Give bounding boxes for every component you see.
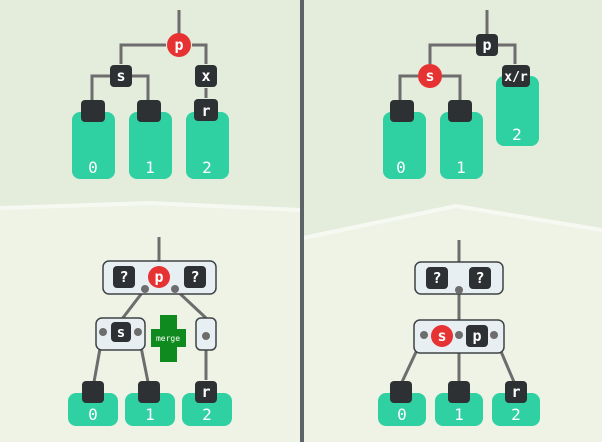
leaf-key-slot xyxy=(82,381,104,403)
pointer-dot xyxy=(202,332,210,340)
pointer-dot xyxy=(134,328,142,336)
key-label: p xyxy=(154,268,163,286)
leaf-key-label: r xyxy=(511,383,520,401)
leaf-node xyxy=(182,393,232,426)
panel-top-left: r 0 1 2 s x p xyxy=(72,10,229,179)
key-label: ? xyxy=(432,269,441,287)
inner-node-s xyxy=(110,65,132,87)
leaf-key-slot xyxy=(195,381,217,403)
leaf-key-slot xyxy=(194,99,218,121)
inner-node-xr xyxy=(502,65,530,87)
panel-divider xyxy=(300,0,304,442)
edge xyxy=(119,43,166,64)
merge-icon xyxy=(151,315,186,362)
bottom-right-divider-line xyxy=(302,203,602,240)
leaf-node xyxy=(186,112,229,179)
leaf-node xyxy=(435,393,483,426)
root-node-p xyxy=(476,34,498,56)
leaf-label: 2 xyxy=(511,405,521,424)
leaf-label: 0 xyxy=(397,405,407,424)
panel-bottom-left: ? p ? s merge r 0 1 2 xyxy=(68,237,232,426)
node-label: p xyxy=(482,36,491,54)
pointer-dot xyxy=(420,331,428,339)
inner-node-x xyxy=(195,65,217,87)
leaf-label: 1 xyxy=(454,405,464,424)
edge xyxy=(90,74,110,100)
merge-label: merge xyxy=(156,334,180,343)
edge xyxy=(192,43,208,64)
bottom-left-divider-line xyxy=(0,200,301,212)
key-slot xyxy=(469,267,491,289)
leaf-label: 2 xyxy=(512,125,522,144)
merge-cross-horizontal xyxy=(151,329,186,347)
leaf-key-slot xyxy=(390,381,412,403)
leaf-label: 0 xyxy=(88,405,98,424)
edge xyxy=(428,43,476,64)
leaf-label: 1 xyxy=(145,158,155,177)
leaf-key-slot xyxy=(448,100,472,122)
edge xyxy=(132,74,150,100)
leaf-node xyxy=(383,112,426,179)
leaf-node xyxy=(125,393,175,426)
edge xyxy=(442,74,462,100)
leaf-node xyxy=(440,112,483,179)
key-label: ? xyxy=(190,268,199,286)
key-label: p xyxy=(472,327,481,345)
pointer-dot xyxy=(490,331,498,339)
leaf-node xyxy=(72,112,115,179)
inner-node-s xyxy=(418,64,442,88)
leaf-key-slot xyxy=(448,381,470,403)
node-label: s xyxy=(425,67,434,85)
leaf-label: 2 xyxy=(202,405,212,424)
leaf-node xyxy=(68,393,118,426)
leaf-node xyxy=(129,112,172,179)
key-label: ? xyxy=(475,269,484,287)
leaf-key-label: r xyxy=(201,383,210,401)
leaf-label: 0 xyxy=(88,158,98,177)
node-label: x/r xyxy=(504,70,528,85)
leaf-label: 2 xyxy=(202,158,212,177)
root-node-p xyxy=(167,33,191,57)
key-label: s xyxy=(117,325,125,341)
key-slot xyxy=(466,325,488,347)
pointer-dot xyxy=(99,328,107,336)
leaf-key-slot xyxy=(81,100,105,122)
panel-bottom-right: ? ? s p r 0 1 2 xyxy=(378,240,540,426)
leaf-label: 1 xyxy=(456,158,466,177)
edge xyxy=(398,74,418,100)
leaf-key-slot xyxy=(137,100,161,122)
key-slot xyxy=(111,322,131,342)
leaf-key-slot xyxy=(505,381,527,403)
leaf-key-slot xyxy=(138,381,160,403)
key-slot xyxy=(113,266,135,288)
node-label: s xyxy=(116,67,125,85)
leaf-key-label: r xyxy=(201,102,210,120)
pointer-dot xyxy=(455,286,463,294)
pointer-dot xyxy=(455,331,463,339)
key-slot xyxy=(184,266,206,288)
bottom-left-panel-bg xyxy=(0,203,300,442)
pointer-dot xyxy=(171,285,179,293)
leaf-label: 0 xyxy=(396,158,406,177)
leaf-node xyxy=(492,393,540,426)
leaf-key-slot xyxy=(390,100,414,122)
pointer-dot xyxy=(141,285,149,293)
panel-top-right: 0 1 2 x/r s p xyxy=(383,10,539,179)
node-label: x xyxy=(201,67,210,85)
edge xyxy=(498,43,517,64)
key-red xyxy=(431,325,453,347)
key-label: s xyxy=(437,327,446,345)
leaf-node xyxy=(496,76,539,146)
key-red xyxy=(148,266,170,288)
leaf-node xyxy=(378,393,426,426)
node-label: p xyxy=(174,36,183,54)
key-label: ? xyxy=(119,268,128,286)
key-slot xyxy=(426,267,448,289)
leaf-label: 1 xyxy=(145,405,155,424)
